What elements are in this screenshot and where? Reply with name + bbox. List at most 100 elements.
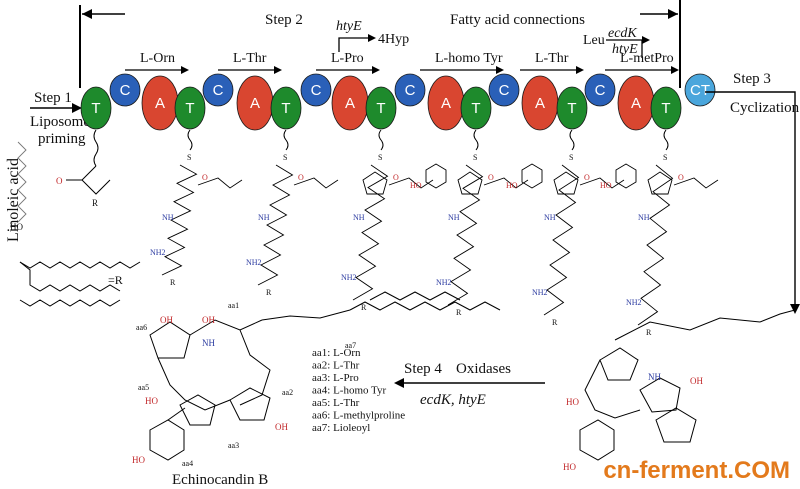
domain-letter: C (120, 82, 131, 99)
aa7-label: aa7 (345, 341, 356, 350)
echino-oh-label: OH (160, 315, 173, 325)
domain-c-10: C (394, 73, 426, 107)
step1-arrowhead (72, 103, 82, 113)
step3-sub-label: Cyclization (730, 100, 800, 116)
domain-a-11: A (427, 75, 465, 131)
r-equals-label: =R (108, 273, 123, 287)
r-group: R (456, 308, 462, 317)
module-name: L-Orn (140, 51, 175, 66)
aa-legend-item-1: aa1: L-Orn (312, 347, 361, 359)
echinocandin-b-structure: HO OH OH NH HO OH (132, 291, 501, 465)
domain-letter: C (311, 82, 322, 99)
domain-letter: C (213, 82, 224, 99)
carbonyl-o: O (488, 173, 494, 182)
domain-t-3: T (174, 86, 206, 130)
domain-letter: C (595, 82, 606, 99)
r-group: R (361, 303, 367, 312)
aa-legend-item-5: aa5: L-Thr (312, 397, 360, 409)
domain-ct-19: CT (684, 73, 716, 107)
module-label-2: L-Pro (316, 51, 380, 74)
step2-label: Step 2 (265, 12, 303, 28)
thioester-s: S (569, 153, 573, 162)
htyE-arrowhead (368, 34, 376, 42)
step2-bracket-left-arrowhead (82, 9, 92, 19)
echino-nh-label: NH (202, 338, 215, 348)
aa6-label: aa6 (136, 323, 147, 332)
thioester-s: S (187, 153, 191, 162)
domain-t-0: T (80, 86, 112, 130)
thioester-s: S (283, 153, 287, 162)
r-group: R (170, 278, 176, 287)
amine-nh2: NH2 (532, 288, 548, 297)
t1-carbonyl-o: O (56, 176, 63, 186)
aa-legend-item-6: aa6: L-methylproline (312, 410, 405, 422)
r-group: R (266, 288, 272, 297)
amide-nh: NH (638, 213, 650, 222)
hyp4-label: 4Hyp (378, 32, 409, 47)
leu-label: Leu (583, 33, 605, 48)
ecdK-label: ecdK (608, 26, 637, 41)
r-group: R (646, 328, 652, 337)
t1-acyl-group (81, 165, 111, 195)
phenol-ho: HO (410, 181, 422, 190)
step2-sub-label: Fatty acid connections (450, 12, 585, 28)
domain-letter: A (631, 95, 641, 112)
cyclic-oh-label-1: HO (566, 397, 579, 407)
module-name: L-Pro (331, 51, 364, 66)
t1-r-label: R (92, 198, 98, 208)
aa-legend-item-2: aa2: L-Thr (312, 360, 360, 372)
module-label-1: L-Thr (218, 51, 282, 74)
thioester-s: S (378, 153, 382, 162)
linoleic-acid-label: Linoleic acid (5, 158, 22, 242)
carbonyl-o: O (393, 173, 399, 182)
linoleoyl-chain-top (19, 261, 141, 269)
step4-genes-label: ecdK, htyE (420, 392, 486, 408)
ecdK-arrowhead (642, 36, 650, 44)
step4-arrowhead (394, 378, 404, 388)
echino-ho-label: HO (132, 455, 145, 465)
step1-sub-line1: Liposome (30, 114, 90, 130)
domain-c-1: C (109, 73, 141, 107)
htyE-top-label: htyE (336, 19, 362, 34)
domain-c-7: C (300, 73, 332, 107)
domain-letter: T (471, 100, 480, 117)
aa3-label: aa3 (228, 441, 239, 450)
amide-nh: NH (258, 213, 270, 222)
aa5-label: aa5 (138, 383, 149, 392)
domain-letter: A (155, 95, 165, 112)
module-label-5: L-metPro (605, 51, 679, 74)
peptide-intermediates: SONHRNH2SONHRNH2SONHRNH2SONHRHONH2SONHRH… (150, 129, 719, 337)
product-name: Echinocandin B (172, 472, 268, 488)
domain-letter: CT (690, 82, 710, 99)
domain-letter: T (185, 100, 194, 117)
domain-a-2: A (141, 75, 179, 131)
step3-label: Step 3 (733, 71, 771, 87)
module-name: L-homo Tyr (435, 51, 503, 66)
step4-label: Step 4 (404, 361, 442, 377)
domain-t-6: T (270, 86, 302, 130)
step3-arrowhead (790, 304, 800, 314)
step1-sub-line2: priming (38, 131, 86, 147)
module-name: L-Thr (535, 51, 569, 66)
amine-nh2: NH2 (150, 248, 166, 257)
echino-oh-label-2: OH (202, 315, 215, 325)
thioester-s: S (473, 153, 477, 162)
domain-letter: T (281, 100, 290, 117)
cyclic-ho-label: HO (563, 462, 576, 472)
domain-t-9: T (365, 86, 397, 130)
echino-oh-label-3: OH (275, 422, 288, 432)
linoleic-ho-label: HO (10, 222, 23, 232)
domain-t-15: T (556, 86, 588, 130)
aa-legend-item-4: aa4: L-homo Tyr (312, 385, 387, 397)
carbonyl-o: O (202, 173, 208, 182)
linoleoyl-chain-tail (19, 299, 121, 307)
